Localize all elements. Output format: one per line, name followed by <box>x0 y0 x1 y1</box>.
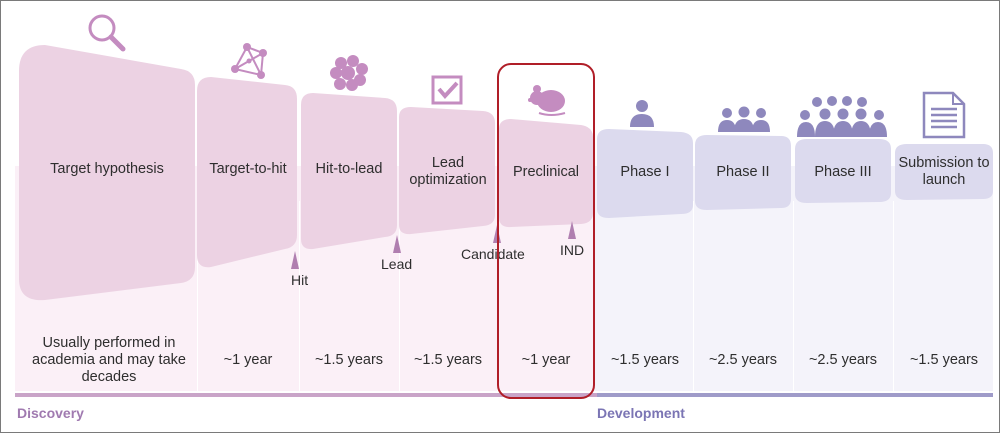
column-divider <box>399 201 400 391</box>
stage-label-phase-1: Phase I <box>620 164 670 180</box>
document-icon <box>922 91 966 139</box>
stage-label-phase-2: Phase II <box>716 164 770 180</box>
stage-shape-target-to-hit <box>197 77 297 268</box>
network-icon <box>231 43 267 79</box>
stage-shape-phase-2 <box>695 135 791 210</box>
column-divider <box>793 201 794 391</box>
discovery-bar <box>15 393 597 397</box>
stage-shape-preclinical <box>499 119 593 228</box>
column-divider <box>893 201 894 391</box>
development-label: Development <box>597 405 685 421</box>
duration-phase-1: ~1.5 years <box>610 352 680 368</box>
column-divider <box>197 201 198 391</box>
molecule-cluster-icon <box>330 55 368 91</box>
stage-label-target-hypothesis: Target hypothesis <box>50 161 164 177</box>
column-divider <box>693 201 694 391</box>
stage-shape-phase-3 <box>795 139 891 203</box>
person-icon <box>630 100 654 127</box>
group-large-icon <box>797 96 887 137</box>
duration-preclinical: ~1 year <box>521 352 571 368</box>
duration-submission: ~1.5 years <box>909 352 979 368</box>
duration-phase-2: ~2.5 years <box>708 352 778 368</box>
column-divider <box>299 201 300 391</box>
milestone-hit: Hit <box>291 272 309 288</box>
duration-target-to-hit: ~1 year <box>223 352 273 368</box>
stage-shape-lead-optimization <box>399 107 495 235</box>
stage-shape-submission <box>895 144 993 200</box>
hit-arrow <box>291 251 299 269</box>
stage-shape-phase-1 <box>597 129 693 218</box>
discovery-label: Discovery <box>17 405 84 421</box>
duration-lead-optimization: ~1.5 years <box>413 352 483 368</box>
milestone-lead: Lead <box>381 256 413 272</box>
stage-label-lead-optimization: Lead optimization <box>409 155 487 188</box>
milestone-ind: IND <box>560 242 585 258</box>
stage-label-hit-to-lead: Hit-to-lead <box>315 161 383 177</box>
duration-phase-3: ~2.5 years <box>808 352 878 368</box>
stage-label-target-to-hit: Target-to-hit <box>209 161 287 177</box>
development-bar <box>597 393 993 397</box>
stage-shape-hit-to-lead <box>301 93 397 250</box>
milestone-candidate: Candidate <box>461 246 525 262</box>
ind-arrow <box>568 221 576 239</box>
stage-shape-target-hypothesis <box>19 45 195 301</box>
mouse-icon <box>528 85 566 116</box>
checkbox-icon <box>431 75 463 105</box>
stage-label-preclinical: Preclinical <box>512 164 580 180</box>
duration-target-hypothesis: Usually performed in academia and may ta… <box>32 335 186 385</box>
stage-label-phase-3: Phase III <box>814 164 872 180</box>
preclinical-highlight <box>497 63 595 399</box>
duration-hit-to-lead: ~1.5 years <box>314 352 384 368</box>
lead-arrow <box>393 235 401 253</box>
magnifier-icon <box>88 14 126 52</box>
stage-label-submission: Submission to launch <box>898 155 990 188</box>
group-small-icon <box>718 106 770 132</box>
